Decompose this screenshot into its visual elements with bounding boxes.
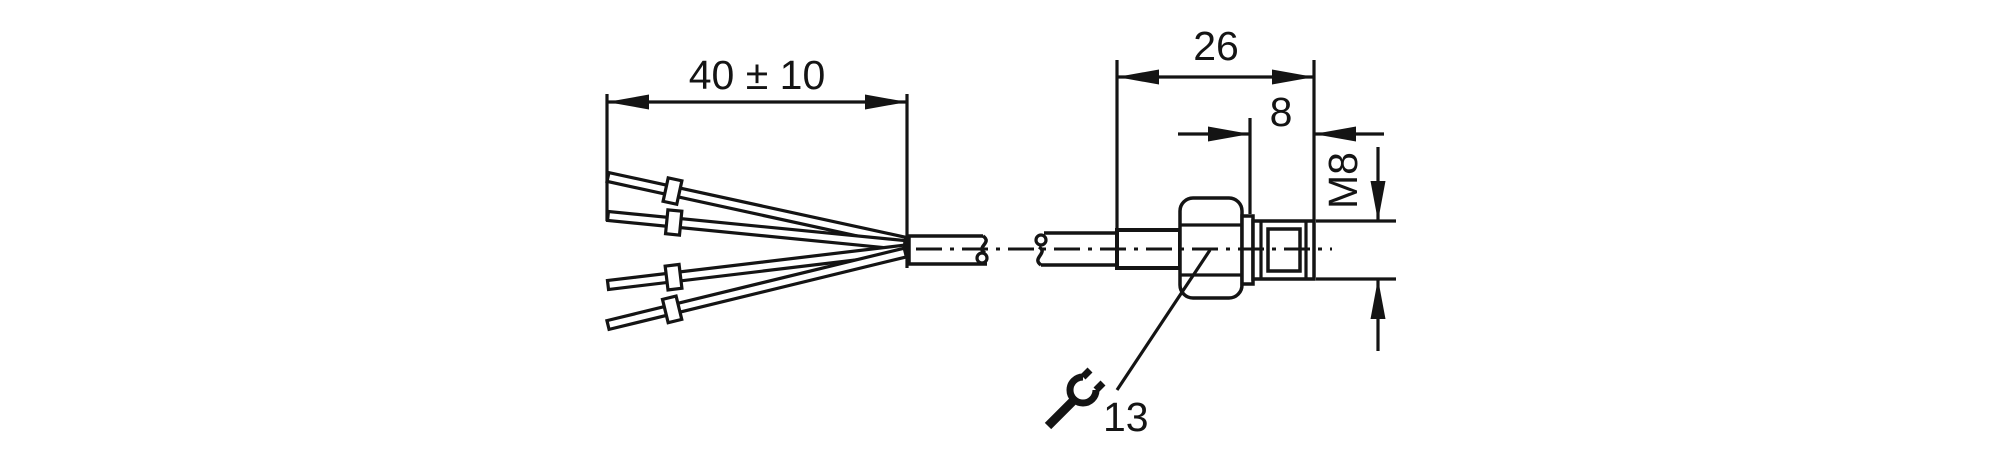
dim-connector-length: 26: [1115, 23, 1316, 228]
arrowhead-left: [607, 94, 649, 110]
arrowhead-left: [1117, 69, 1159, 85]
wrench-size-label: 13: [1103, 394, 1149, 440]
dim-thread-diameter: M8: [1316, 147, 1396, 351]
cable-break-loop-left: [975, 251, 989, 265]
wire-4-ferrule: [660, 294, 684, 325]
wire-1-ferrule: [661, 175, 684, 207]
arrowhead-right: [865, 94, 907, 110]
arrowhead-right: [1272, 69, 1314, 85]
arrowhead-left-pointing: [1314, 126, 1356, 142]
thread-size-label: M8: [1320, 152, 1366, 209]
connector: [916, 196, 1332, 300]
wire-3-ferrule: [663, 262, 684, 292]
leader-line: [1115, 249, 1212, 391]
arrowhead-up: [1370, 279, 1386, 319]
wire-2-ferrule: [663, 208, 684, 237]
wrench-callout: 13: [1044, 249, 1212, 440]
cable-segment-left: [907, 234, 989, 266]
dim-stripped-length: 40 ± 10: [605, 52, 909, 268]
wrench-icon: [1044, 367, 1106, 430]
wire-4: [605, 246, 909, 332]
dim-thread-length: 8: [1178, 89, 1384, 214]
arrowhead-right-pointing: [1208, 126, 1250, 142]
cable-break-curve-right: [1036, 245, 1044, 267]
dim-stripped-length-label: 40 ± 10: [689, 52, 826, 98]
arrowhead-down: [1370, 181, 1386, 221]
dim-thread-length-label: 8: [1270, 89, 1293, 135]
dim-connector-length-label: 26: [1193, 23, 1239, 69]
cable-break-loop-right: [1034, 233, 1048, 247]
